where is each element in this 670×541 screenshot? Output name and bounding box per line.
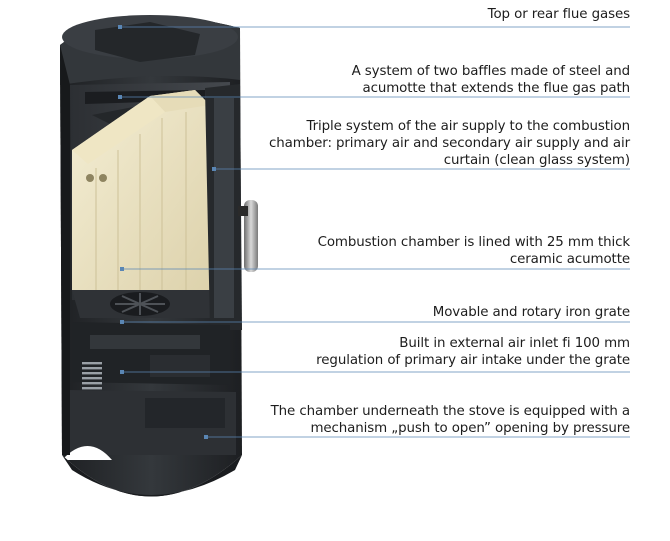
leader-marker-combustion-chamber [120, 267, 124, 271]
leader-marker-flue-gases [118, 25, 122, 29]
callout-storage-chamber: The chamber underneath the stove is equi… [270, 404, 631, 436]
door-handle [244, 200, 258, 272]
leader-marker-baffles [118, 95, 122, 99]
leader-lines [118, 25, 630, 439]
leader-marker-grate [120, 320, 124, 324]
callout-combustion-chamber: Combustion chamber is lined with 25 mm t… [317, 235, 631, 267]
callout-air-inlet: Built in external air inlet fi 100 mm re… [316, 336, 630, 368]
leader-marker-storage-chamber [204, 435, 208, 439]
air-vents [82, 362, 102, 390]
callout-baffles: A system of two baffles made of steel an… [351, 64, 631, 96]
callout-air-supply: Triple system of the air supply to the c… [269, 119, 630, 168]
leader-marker-air-inlet [120, 370, 124, 374]
base-cutout [62, 446, 112, 460]
leader-marker-air-supply [212, 167, 216, 171]
callout-grate: Movable and rotary iron grate [432, 305, 630, 320]
callout-flue-gases: Top or rear flue gases [487, 7, 630, 22]
